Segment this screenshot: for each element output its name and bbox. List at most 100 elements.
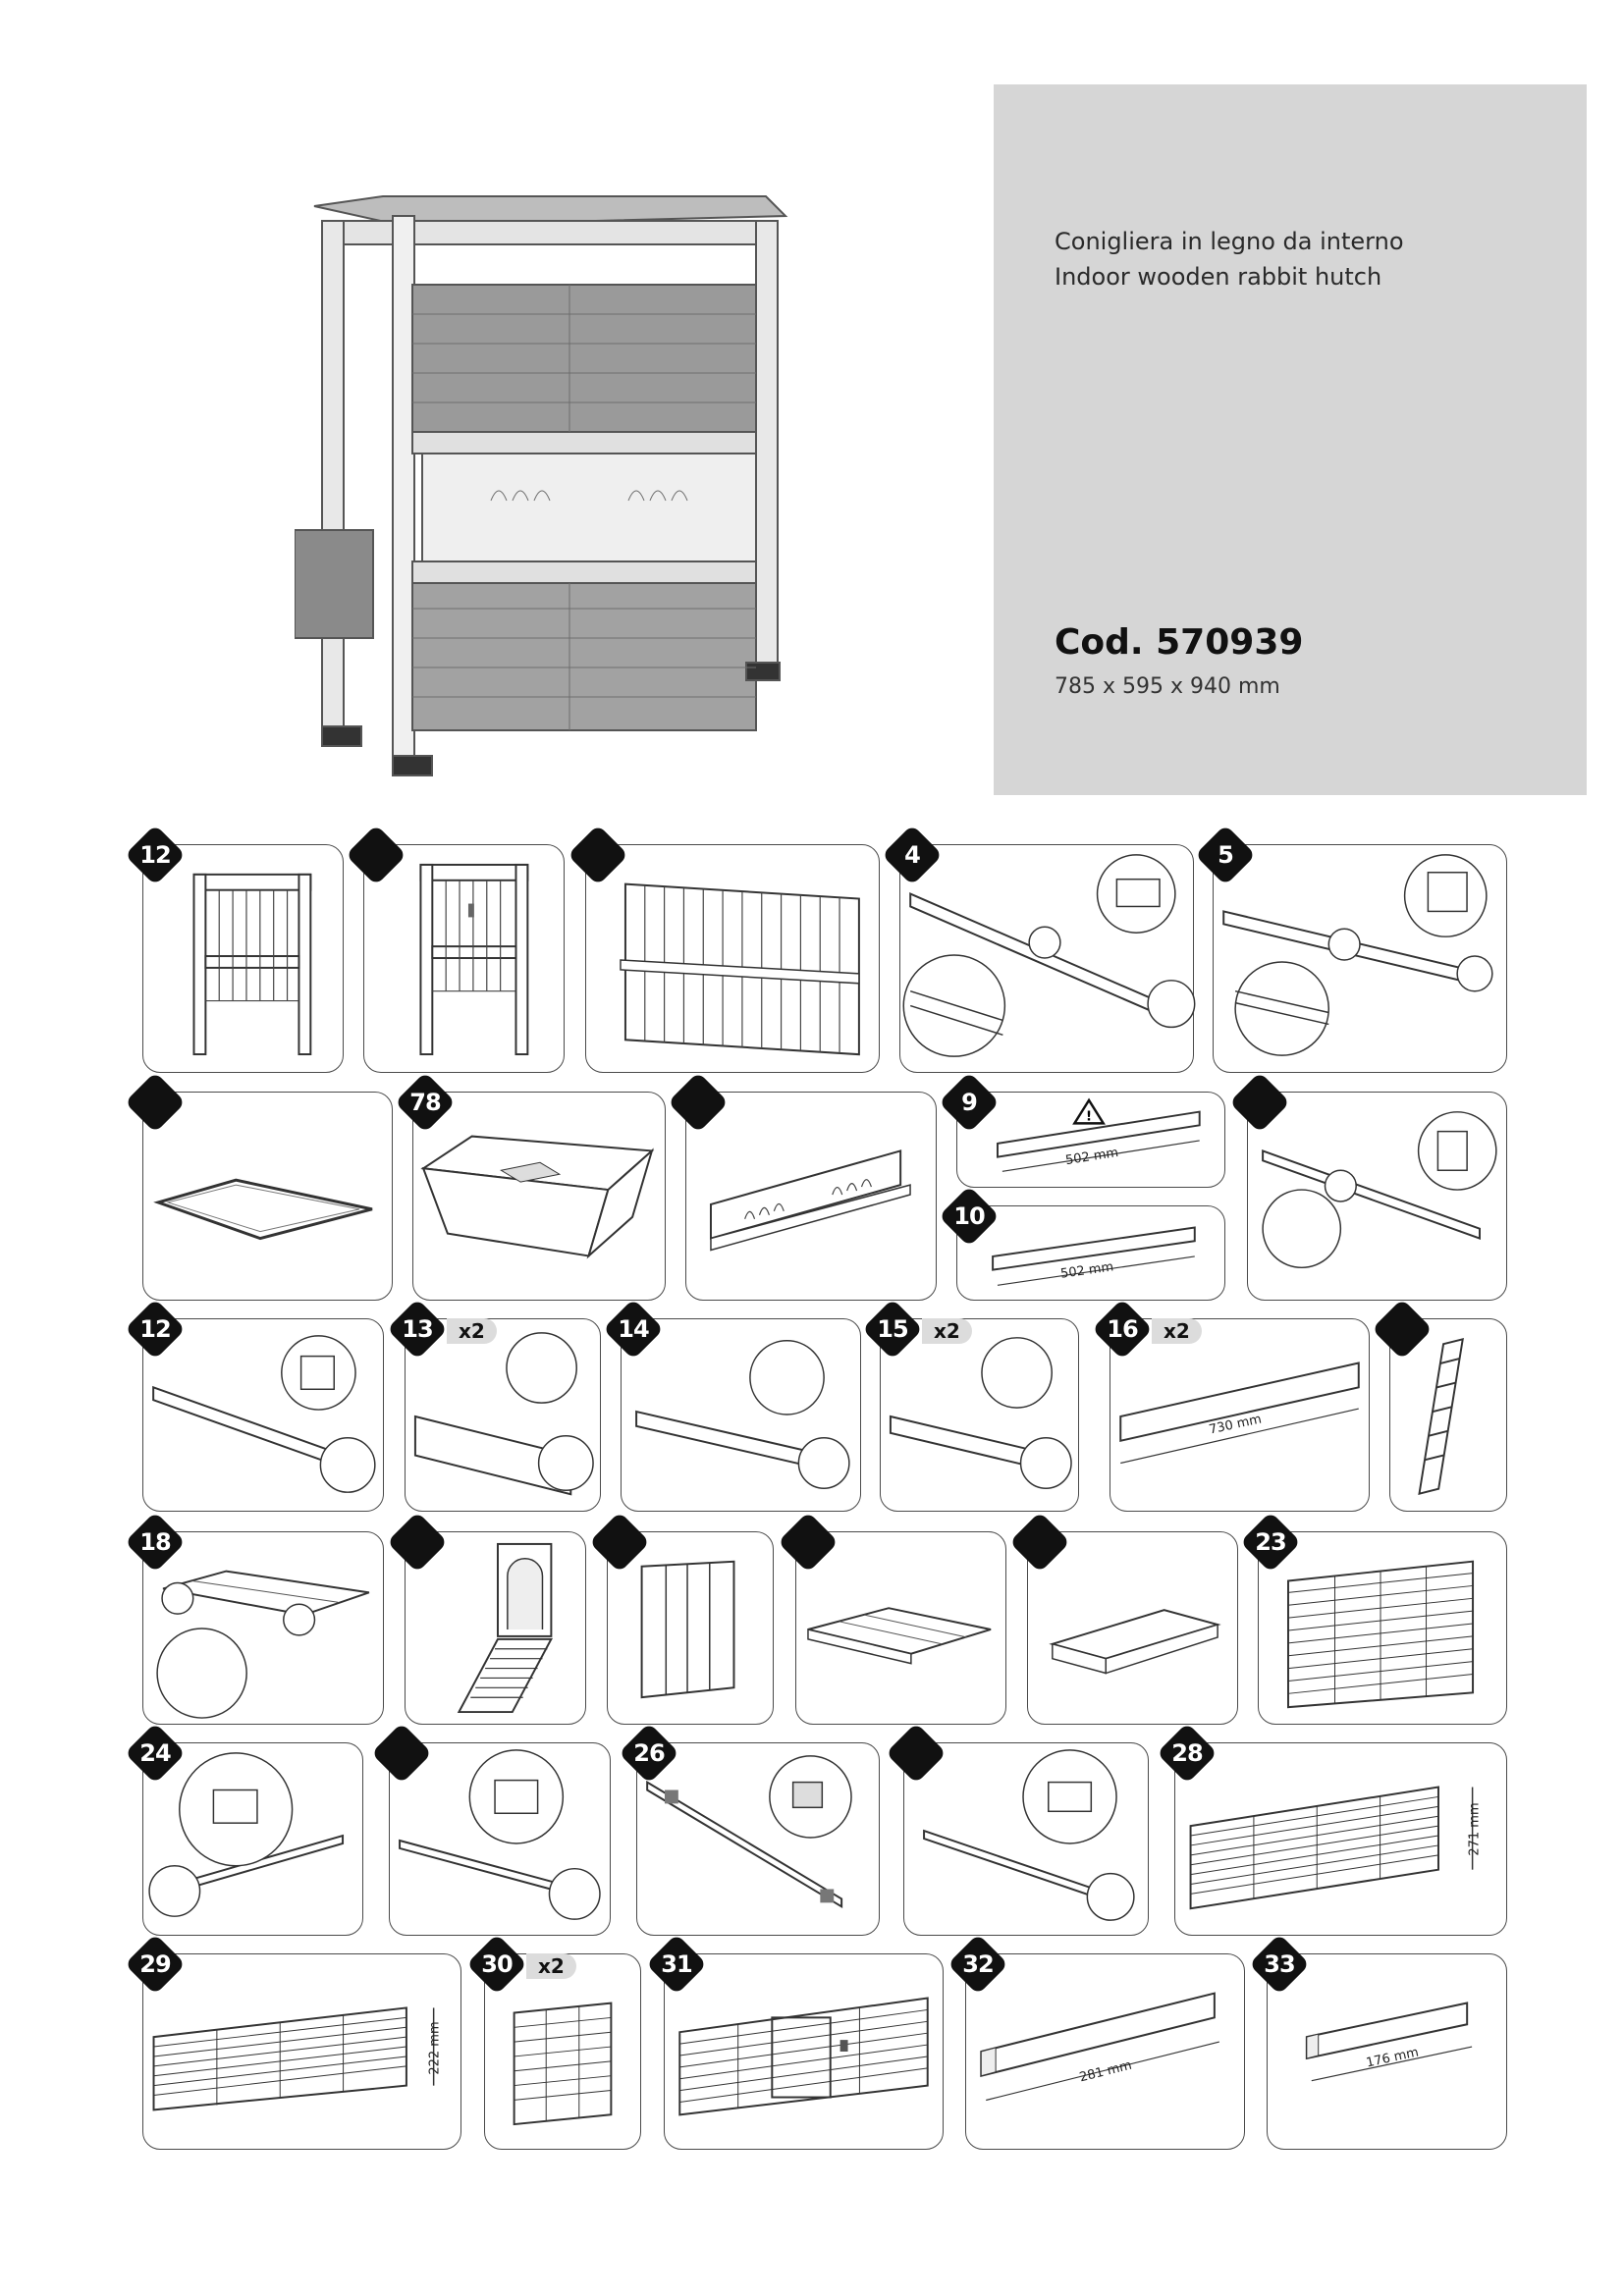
wire-mesh-illustration xyxy=(152,2006,435,2111)
part-number: 14 xyxy=(618,1315,649,1343)
dimension-label: 222 mm xyxy=(427,2021,443,2075)
part-number: 24 xyxy=(139,1739,171,1767)
part-card: 12 xyxy=(124,824,344,1073)
drawer-front-illustration xyxy=(709,1149,911,1252)
bar-illustration xyxy=(992,1226,1196,1286)
part-number: 29 xyxy=(139,1950,171,1978)
platform-illustration xyxy=(156,1570,370,1719)
bar-illustration xyxy=(980,1992,1219,2102)
part-number: 12 xyxy=(139,1315,171,1343)
beam-illustration xyxy=(399,1749,601,1920)
part-number: 33 xyxy=(1264,1950,1295,1978)
part-card: 31 xyxy=(645,1933,944,2150)
part-card: 4 xyxy=(881,824,1196,1073)
rail-illustration xyxy=(1262,1111,1497,1269)
part-card xyxy=(1371,1298,1507,1512)
part-card: 29 222 mm xyxy=(124,1933,461,2150)
part-number: 5 xyxy=(1218,841,1234,869)
part-card xyxy=(386,1511,586,1725)
shelf-illustration xyxy=(807,1607,992,1665)
quantity-label: x2 xyxy=(922,1318,972,1344)
bar-illustration xyxy=(1305,2002,1473,2082)
part-card: 32 281 mm xyxy=(947,1933,1245,2150)
part-number: 18 xyxy=(139,1528,171,1556)
part-number: 9 xyxy=(961,1089,978,1116)
beam-illustration xyxy=(923,1749,1135,1921)
part-card xyxy=(777,1511,1006,1725)
part-card: 28 271 mm xyxy=(1156,1722,1507,1936)
product-info-panel: Conigliera in legno da interno Indoor wo… xyxy=(994,84,1587,795)
beam-illustration xyxy=(152,1335,376,1493)
part-number: 32 xyxy=(962,1950,994,1978)
quantity-label: x2 xyxy=(447,1318,497,1344)
part-card: 10 502 mm xyxy=(938,1185,1225,1301)
product-dimensions: 785 x 595 x 940 mm xyxy=(1055,674,1280,699)
panel-illustration xyxy=(413,1332,594,1496)
part-number: 31 xyxy=(661,1950,692,1978)
side-panel-illustration xyxy=(640,1560,735,1699)
part-card: 24 xyxy=(124,1722,363,1936)
wire-mesh-illustration xyxy=(1286,1560,1475,1709)
part-card: 26 xyxy=(618,1722,880,1936)
part-card xyxy=(885,1722,1149,1936)
board-illustration xyxy=(1049,1609,1221,1675)
quantity-label: x2 xyxy=(526,1953,576,1979)
part-card: 23 xyxy=(1239,1511,1507,1725)
block-illustration xyxy=(889,1337,1072,1489)
beam-illustration xyxy=(635,1340,850,1489)
bar-illustration: ! xyxy=(997,1097,1201,1172)
part-number: 16 xyxy=(1107,1315,1138,1343)
part-number: 13 xyxy=(402,1315,433,1343)
part-card: 9 ! 502 mm xyxy=(938,1071,1225,1188)
part-card: 30 x2 xyxy=(465,1933,641,2150)
part-number: 4 xyxy=(904,841,921,869)
part-card xyxy=(588,1511,774,1725)
part-card xyxy=(370,1722,611,1936)
door-ramp-illustration xyxy=(457,1542,554,1714)
svg-text:!: ! xyxy=(1086,1108,1092,1124)
product-photo xyxy=(295,195,788,776)
rail-illustration xyxy=(902,854,1196,1057)
part-number: 23 xyxy=(1255,1528,1286,1556)
part-card xyxy=(124,1071,393,1301)
hinged-beam-illustration xyxy=(646,1755,852,1909)
part-number: 78 xyxy=(409,1089,441,1116)
part-card: 33 176 mm xyxy=(1248,1933,1507,2150)
part-card xyxy=(667,1071,937,1301)
product-name-italian: Conigliera in legno da interno xyxy=(1055,228,1404,255)
part-number: 26 xyxy=(633,1739,665,1767)
back-panel-illustration xyxy=(620,882,860,1056)
part-card: 18 xyxy=(124,1511,384,1725)
part-number: 28 xyxy=(1171,1739,1203,1767)
beam-illustration xyxy=(148,1752,345,1917)
part-card: 12 xyxy=(124,1298,384,1512)
product-name-english: Indoor wooden rabbit hutch xyxy=(1055,263,1382,291)
wire-door-illustration xyxy=(678,1997,929,2116)
wire-mesh-illustration xyxy=(513,2002,613,2126)
quantity-label: x2 xyxy=(1152,1318,1202,1344)
part-card: 16 x2 730 mm xyxy=(1091,1298,1370,1512)
part-number: 12 xyxy=(139,841,171,869)
rail-illustration xyxy=(1222,854,1493,1056)
part-card xyxy=(567,824,880,1073)
litter-tray-illustration xyxy=(420,1135,655,1259)
part-card xyxy=(1008,1511,1238,1725)
part-card: 13 x2 xyxy=(386,1298,601,1512)
rear-frame-illustration xyxy=(419,863,529,1056)
part-card: 14 xyxy=(602,1298,861,1512)
part-card xyxy=(1228,1071,1507,1301)
part-number: 30 xyxy=(481,1950,513,1978)
wire-mesh-illustration xyxy=(1189,1786,1474,1910)
floor-board-illustration xyxy=(153,1178,373,1241)
ladder-illustration xyxy=(1418,1337,1464,1495)
part-number: 10 xyxy=(953,1202,985,1230)
part-number: 15 xyxy=(877,1315,908,1343)
front-frame-illustration xyxy=(192,873,312,1056)
part-card xyxy=(345,824,565,1073)
dimension-label: 271 mm xyxy=(1467,1802,1483,1856)
plank-illustration xyxy=(1119,1362,1360,1465)
product-code: Cod. 570939 xyxy=(1055,622,1304,663)
part-card: 5 xyxy=(1194,824,1507,1073)
part-card: 15 x2 xyxy=(861,1298,1079,1512)
part-card: 78 xyxy=(394,1071,666,1301)
